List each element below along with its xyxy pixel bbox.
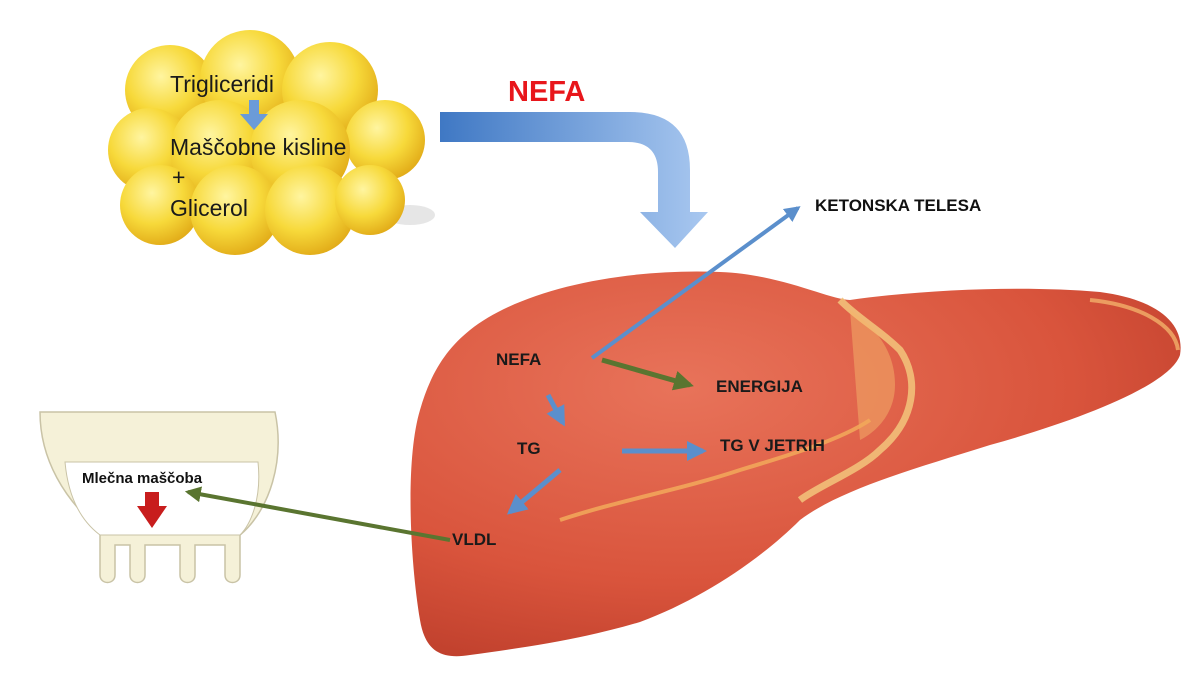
liver-vldl-label: VLDL [452,530,497,549]
arrow-vldl-to-milk-fat [184,486,451,542]
fat-plus-label: + [172,164,186,190]
fat-cell-cluster [108,30,435,255]
nefa-transport-label: NEFA [508,76,586,108]
liver [410,271,1181,657]
arrow-nefa-to-ketone [590,206,801,360]
milk-fat-label: Mlečna maščoba [82,470,203,487]
arrow-nefa-to-tg [545,393,566,427]
ketone-bodies-label: KETONSKA TELESA [815,196,982,215]
fat-glycerol-label: Glicerol [170,195,248,221]
fat-cell-down-arrow [240,100,268,130]
arrow-tg-to-vldl [506,468,562,515]
liver-tg-stored-label: TG V JETRIH [720,436,825,455]
udder [39,411,279,584]
fat-fatty-acids-label: Maščobne kisline [170,134,347,160]
liver-energy-label: ENERGIJA [716,377,803,396]
liver-tg-label: TG [517,439,541,458]
milk-fat-down-arrow [137,492,167,528]
liver-nefa-label: NEFA [496,350,542,369]
fat-triglycerides-label: Trigliceridi [170,71,274,97]
arrow-nefa-to-energy [601,357,694,391]
nefa-transport-arrow [440,112,708,248]
